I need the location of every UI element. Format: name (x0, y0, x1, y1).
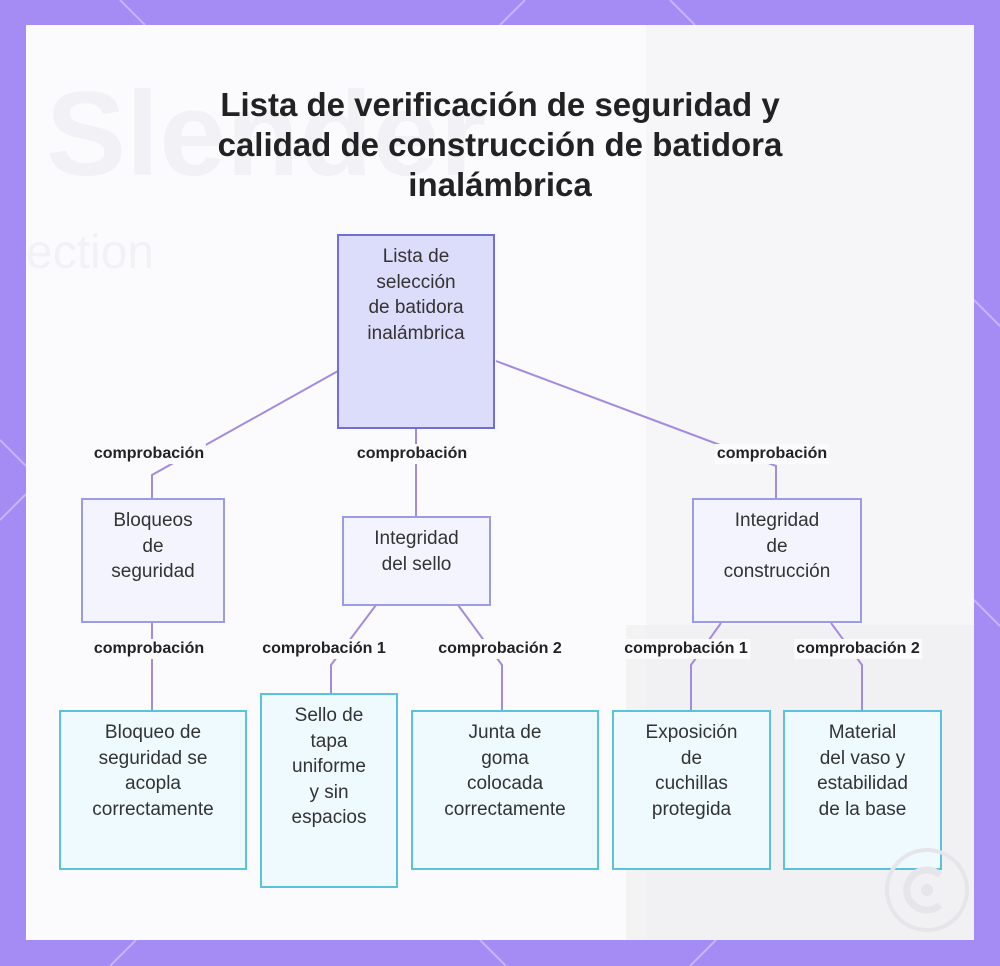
edge-label-root-bloqueos: comprobación (91, 444, 207, 464)
node-leaf5-label: Material del vaso y estabilidad de la ba… (817, 722, 908, 820)
node-integridad-sello: Integridad del sello (342, 516, 491, 606)
node-construccion-label: Integridad de construcción (723, 510, 831, 582)
edge-sello-leaf3 (457, 604, 503, 710)
title-line-3: inalámbrica (408, 166, 592, 203)
edge-label-construccion-leaf5: comprobación 2 (794, 639, 922, 659)
edge-sello-leaf2 (330, 604, 377, 693)
edge-label-root-construccion: comprobación (714, 444, 830, 464)
node-bloqueo-acopla: Bloqueo de seguridad se acopla correctam… (59, 710, 247, 870)
edge-root-construccion (495, 360, 777, 498)
node-leaf1-label: Bloqueo de seguridad se acopla correctam… (92, 722, 214, 820)
node-leaf4-label: Exposición de cuchillas protegida (645, 722, 738, 820)
node-leaf3-label: Junta de goma colocada correctamente (444, 722, 566, 820)
edge-label-sello-leaf2: comprobación 1 (260, 639, 388, 659)
node-root-label: Lista de selección de batidora inalámbri… (367, 246, 465, 344)
node-integridad-construccion: Integridad de construcción (692, 498, 862, 623)
edge-construccion-leaf5 (830, 622, 863, 710)
title-line-1: Lista de verificación de seguridad y (220, 86, 780, 123)
watermark-logo-icon (885, 848, 969, 932)
edges-layer (151, 360, 863, 710)
edge-root-bloqueos (151, 370, 339, 498)
node-bloqueos-label: Bloqueos de seguridad (111, 510, 195, 582)
node-root: Lista de selección de batidora inalámbri… (337, 234, 495, 429)
node-bloqueos-seguridad: Bloqueos de seguridad (81, 498, 225, 623)
node-sello-tapa: Sello de tapa uniforme y sin espacios (260, 693, 398, 888)
edge-label-sello-leaf3: comprobación 2 (436, 639, 564, 659)
node-exposicion-cuchillas: Exposición de cuchillas protegida (612, 710, 771, 870)
edge-label-root-sello: comprobación (354, 444, 470, 464)
edge-label-bloqueos-leaf1: comprobación (91, 639, 207, 659)
diagram-panel: Slender ection Lista de verificación de … (26, 25, 974, 940)
node-leaf2-label: Sello de tapa uniforme y sin espacios (291, 705, 367, 828)
node-sello-label: Integridad del sello (374, 528, 459, 575)
edge-construccion-leaf4 (690, 622, 722, 710)
diagram-title: Lista de verificación de seguridad y cal… (26, 85, 974, 205)
edge-label-construccion-leaf4: comprobación 1 (622, 639, 750, 659)
title-line-2: calidad de construcción de batidora (217, 126, 783, 163)
node-material-vaso: Material del vaso y estabilidad de la ba… (783, 710, 942, 870)
node-junta-goma: Junta de goma colocada correctamente (411, 710, 599, 870)
